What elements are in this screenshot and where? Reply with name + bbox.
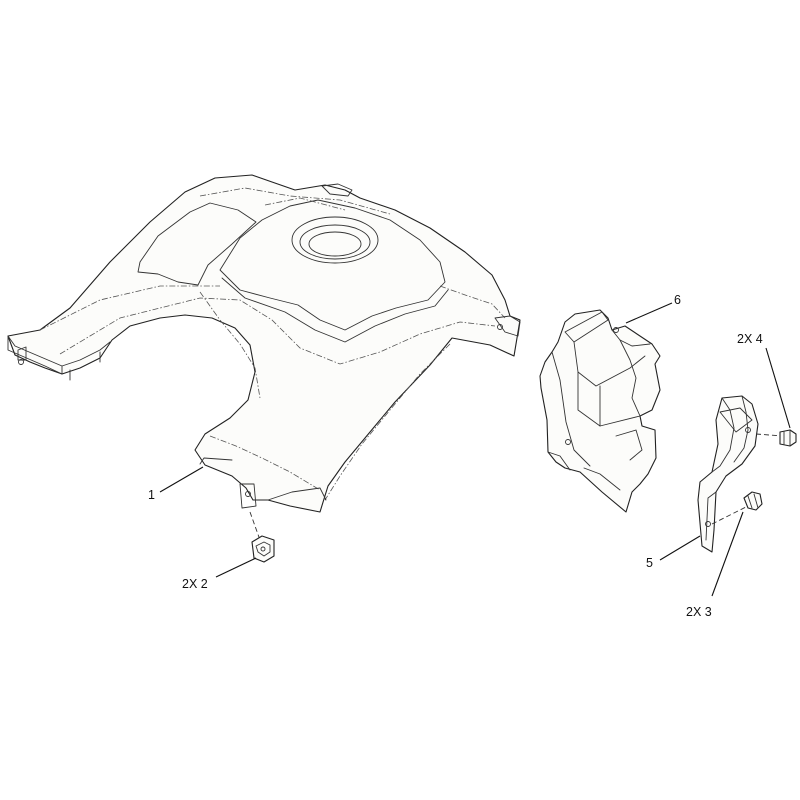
bolt-upper-part: [755, 429, 797, 447]
side-bracket-part: [697, 395, 759, 553]
leader-line-4: [765, 347, 791, 429]
leader-line-6: [625, 302, 673, 324]
callout-6: 6: [674, 293, 681, 307]
leader-line-1: [159, 466, 204, 493]
shroud-part: [7, 174, 521, 513]
callout-1: 1: [148, 488, 155, 502]
leader-line-2: [215, 557, 257, 578]
callout-2: 2X 2: [182, 577, 208, 591]
callout-5: 5: [646, 556, 653, 570]
shield-bracket-part: [539, 309, 661, 513]
leader-line-3: [711, 511, 744, 597]
bolt-lower-part: [711, 491, 763, 525]
leader-line-5: [659, 535, 701, 561]
callout-4: 2X 4: [737, 332, 763, 346]
clip-nut-part: [249, 511, 275, 563]
callout-3: 2X 3: [686, 605, 712, 619]
